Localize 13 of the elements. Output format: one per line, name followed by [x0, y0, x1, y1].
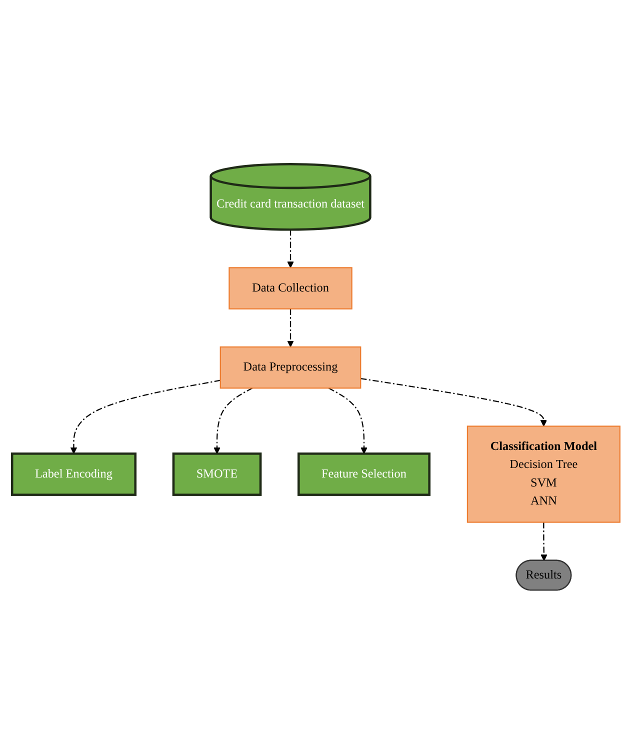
arrow [287, 308, 294, 348]
arrow [287, 230, 294, 268]
arrow [540, 522, 548, 561]
arrow [70, 380, 220, 454]
arrow [360, 378, 548, 426]
node-box: SMOTE [172, 452, 262, 496]
node-box: Classification Model Decision Tree SVM ANN [466, 426, 620, 523]
node-box: Feature Selection [298, 452, 430, 496]
node-box: Data Collection [228, 267, 352, 310]
node-box: Data Preprocessing [220, 346, 362, 389]
arrow [328, 388, 368, 454]
node-box: Label Encoding [10, 452, 137, 496]
arrow [214, 388, 253, 454]
